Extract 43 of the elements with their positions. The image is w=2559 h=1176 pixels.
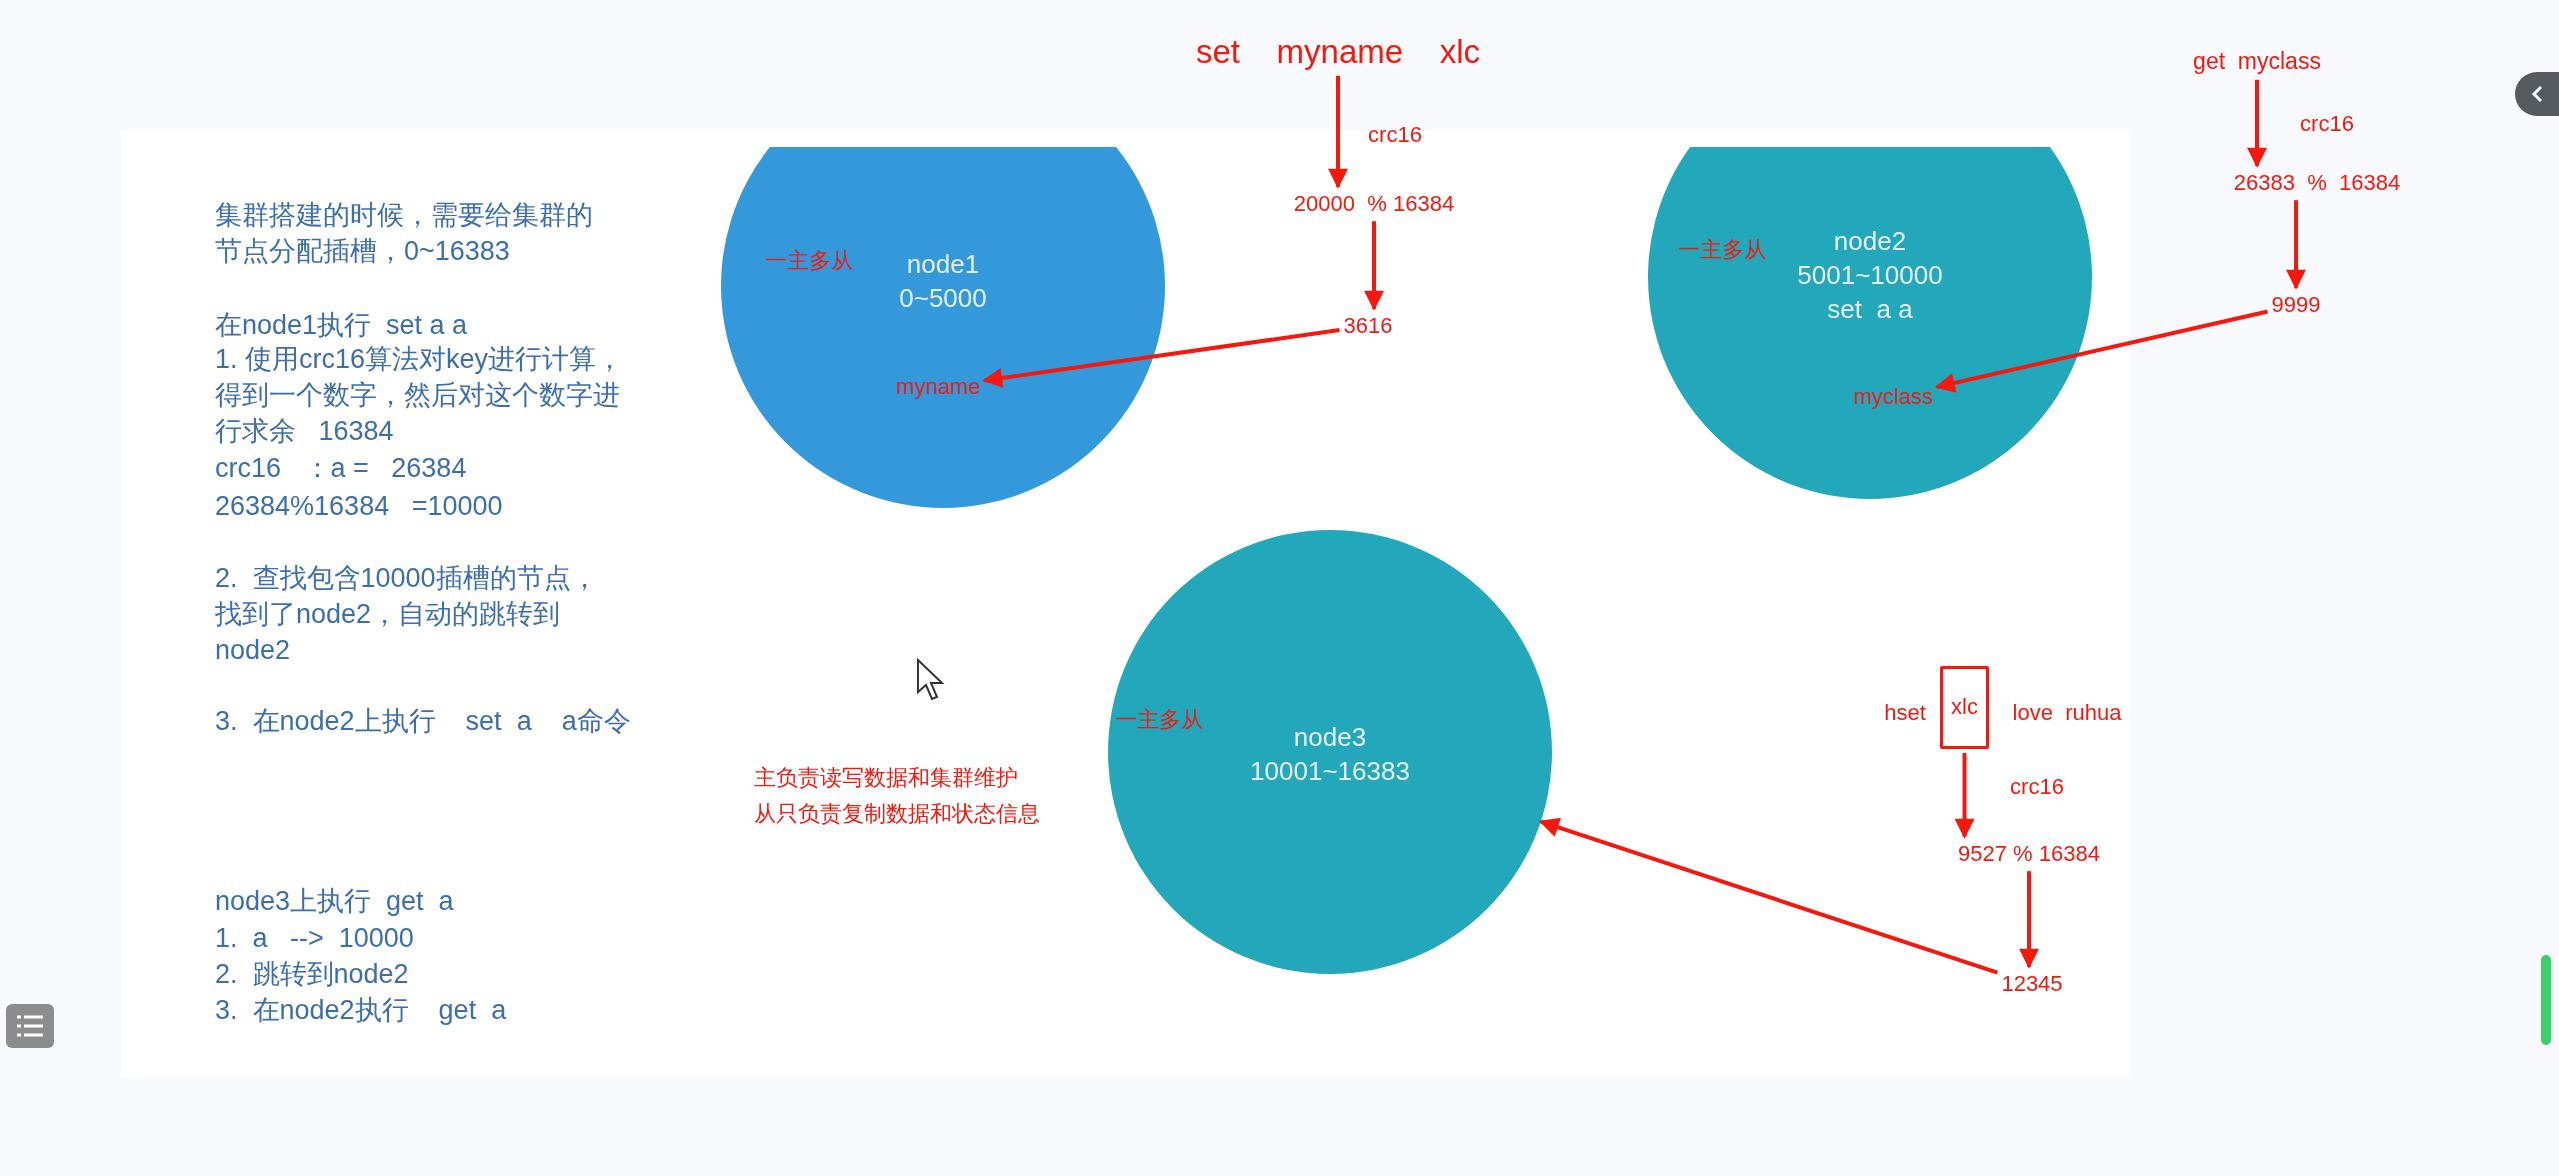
edge-label: crc16 bbox=[2300, 110, 2354, 138]
arrow bbox=[2286, 200, 2306, 290]
note-text: 集群搭建的时候，需要给集群的节点分配插槽，0~16383 bbox=[215, 199, 594, 268]
arrow bbox=[982, 328, 1340, 388]
node-label: node1 0~5000 bbox=[898, 248, 988, 315]
arrow bbox=[1954, 753, 1975, 839]
note-text: 26384%16384 =10000 bbox=[215, 490, 503, 523]
arrow bbox=[1538, 817, 1999, 975]
note-text: 2. 查找包含10000插槽的节点，找到了node2，自动的跳转到node2 bbox=[215, 562, 599, 667]
note-text: 从只负责复制数据和状态信息 bbox=[754, 800, 1040, 828]
annotation-text: 一主多从 bbox=[765, 247, 853, 275]
note-text: 3. 在node2执行 get a bbox=[215, 994, 507, 1027]
value-text: 3616 bbox=[1343, 312, 1393, 340]
value-text: 9999 bbox=[2271, 291, 2321, 319]
note-text: 3. 在node2上执行 set a a命令 bbox=[215, 705, 632, 738]
annotation-text: 一主多从 bbox=[1678, 236, 1766, 264]
note-text: crc16 ：a = 26384 bbox=[215, 452, 467, 485]
edge-label: crc16 bbox=[2010, 773, 2064, 801]
node-label: node2 5001~10000 set a a bbox=[1796, 225, 1944, 326]
command-text: hset bbox=[1884, 699, 1926, 727]
value-text: 9527 % 16384 bbox=[1958, 840, 2100, 868]
value-text: 20000 % 16384 bbox=[1293, 190, 1455, 218]
note-text: 2. 跳转到node2 bbox=[215, 958, 409, 991]
arrow bbox=[1364, 221, 1384, 311]
command-text: set myname xlc bbox=[1195, 32, 1481, 72]
key-text: myname bbox=[895, 373, 981, 401]
highlight-box: xlc bbox=[1940, 666, 1989, 749]
arrow bbox=[1934, 309, 2268, 393]
note-text: 主负责读写数据和集群维护 bbox=[754, 764, 1018, 792]
arrow bbox=[2019, 871, 2039, 969]
arrow bbox=[2247, 79, 2267, 168]
edge-label: crc16 bbox=[1368, 121, 1422, 149]
command-text: get myclass bbox=[2193, 48, 2321, 76]
note-text: 1. a --> 10000 bbox=[215, 922, 414, 955]
node-label: node3 10001~16383 bbox=[1249, 721, 1411, 788]
note-text: 在node1执行 set a a bbox=[215, 309, 468, 342]
value-text: 26383 % 16384 bbox=[2233, 169, 2401, 197]
key-text: myclass bbox=[1853, 383, 1933, 411]
note-text: node3上执行 get a bbox=[215, 885, 454, 918]
arrow bbox=[1328, 75, 1348, 189]
value-text: 12345 bbox=[2001, 970, 2063, 998]
command-text: love ruhua bbox=[2012, 699, 2122, 727]
annotation-text: 一主多从 bbox=[1115, 706, 1203, 734]
